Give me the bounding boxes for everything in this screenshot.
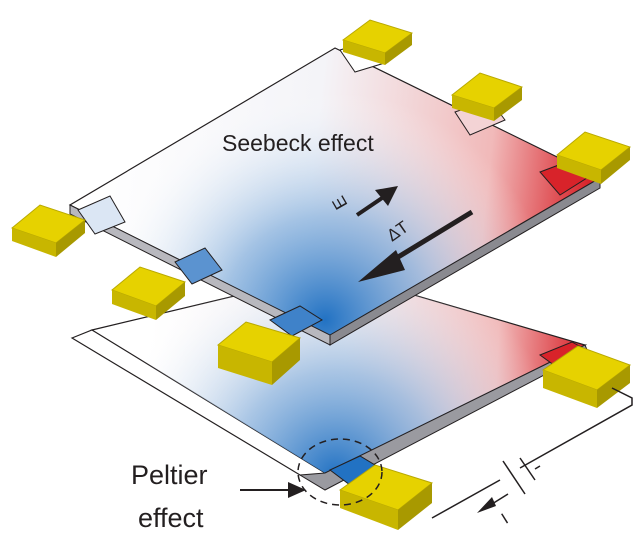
lower-plate <box>70 271 592 491</box>
contact-pad-top-2 <box>450 72 524 121</box>
contact-pad-left-2 <box>111 266 187 320</box>
contact-pad-top-3 <box>555 131 632 184</box>
battery-plate-long <box>502 460 526 495</box>
peltier-junction-circle <box>297 438 383 506</box>
seebeck-label: Seebeck effect <box>222 130 374 156</box>
peltier-label-line2: effect <box>138 503 204 533</box>
e-field-arrow <box>355 186 398 217</box>
contact-pad-right-lower <box>541 345 632 408</box>
battery-plate-short <box>519 457 536 481</box>
current-label: I <box>499 511 512 528</box>
contact-pads <box>10 19 632 530</box>
upper-plate <box>68 39 602 346</box>
contact-pad-top-1 <box>341 19 414 65</box>
circuit-wire <box>519 387 633 469</box>
peltier-pointer-arrow <box>240 482 306 498</box>
peltier-label-line1: Peltier <box>131 460 208 490</box>
contact-pad-middle <box>216 321 302 385</box>
current-arrow <box>477 493 509 513</box>
circuit-wire-lower <box>431 479 501 519</box>
contact-pad-left-1 <box>10 204 87 257</box>
contact-pad-bottom <box>338 464 434 530</box>
delta-t-arrow <box>358 209 474 282</box>
external-circuit <box>431 387 633 519</box>
